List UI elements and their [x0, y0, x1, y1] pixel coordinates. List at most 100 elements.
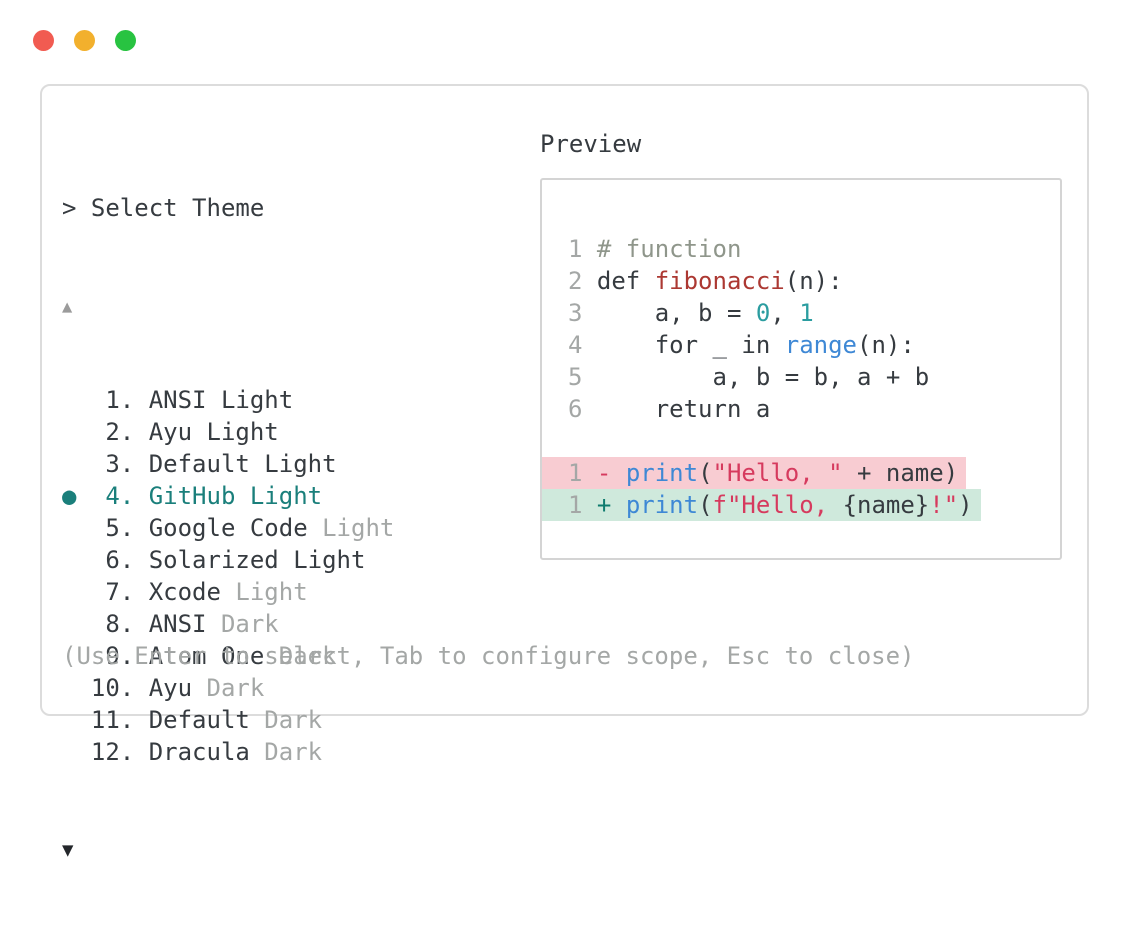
theme-item-variant: Light: [322, 514, 395, 542]
code-token: fibonacci: [654, 267, 785, 295]
theme-item-name: ANSI: [148, 610, 221, 638]
minimize-button[interactable]: [74, 30, 95, 51]
theme-item-name: Default: [148, 706, 265, 734]
theme-item-variant: Light: [235, 578, 308, 606]
line-number: 1: [568, 491, 597, 519]
code-token: for _ in: [596, 331, 785, 359]
diff-added-line: 1 + print(f"Hello, {name}!"): [542, 489, 981, 521]
theme-item-dracula-dark[interactable]: 12. Dracula Dark: [62, 736, 394, 768]
line-number: 3: [568, 299, 597, 327]
theme-item-number: 8.: [90, 610, 149, 638]
code-token: (n):: [857, 331, 915, 359]
theme-item-name: Atom One: [148, 642, 279, 670]
code-line: 4 for _ in range(n):: [542, 329, 1060, 361]
theme-item-name: Xcode: [148, 578, 236, 606]
theme-item-number: 11.: [90, 706, 149, 734]
theme-item-number: 1.: [90, 386, 149, 414]
theme-item-default-dark[interactable]: 11. Default Dark: [62, 704, 394, 736]
code-line: 1 # function: [542, 233, 1060, 265]
theme-item-variant: Dark: [206, 674, 265, 702]
theme-item-variant: Dark: [220, 610, 279, 638]
list-gutter: [62, 610, 91, 638]
code-token: "Hello, ": [712, 459, 843, 487]
theme-item-variant: Dark: [264, 706, 323, 734]
theme-item-name: Ayu: [148, 418, 207, 446]
theme-item-github-light[interactable]: ● 4. GitHub Light: [62, 480, 394, 512]
code-line: 3 a, b = 0, 1: [542, 297, 1060, 329]
code-token: # function: [596, 235, 742, 263]
line-number: 4: [568, 331, 597, 359]
code-token: a, b =: [596, 299, 756, 327]
line-number: 1: [568, 235, 597, 263]
list-gutter: [62, 738, 91, 766]
code-token: f"Hello,: [712, 491, 843, 519]
line-number: 6: [568, 395, 597, 423]
code-token: 1: [799, 299, 814, 327]
diff-removed-line: 1 - print("Hello, " + name): [542, 457, 967, 489]
scroll-up-icon: ▲: [62, 297, 73, 317]
theme-item-ansi-dark[interactable]: 8. ANSI Dark: [62, 608, 394, 640]
code-token: + name): [842, 459, 959, 487]
code-token: ,: [770, 299, 800, 327]
selected-bullet-icon: ●: [62, 482, 91, 510]
theme-item-number: 6.: [90, 546, 149, 574]
code-token: return a: [596, 395, 771, 423]
theme-item-variant: Light: [249, 482, 323, 510]
code-token: (: [698, 491, 713, 519]
code-token: -: [596, 459, 626, 487]
theme-item-variant: Light: [264, 450, 337, 478]
code-token: +: [596, 491, 626, 519]
theme-item-variant: Light: [206, 418, 279, 446]
theme-item-name: ANSI: [148, 386, 221, 414]
theme-picker-window: > Select Theme ▲ 1. ANSI Light 2. Ayu Li…: [40, 84, 1089, 861]
close-button[interactable]: [33, 30, 54, 51]
theme-item-ayu-dark[interactable]: 10. Ayu Dark: [62, 672, 394, 704]
code-token: (n):: [784, 267, 843, 295]
code-token: a, b = b, a + b: [596, 363, 930, 391]
theme-item-google-code-light[interactable]: 5. Google Code Light: [62, 512, 394, 544]
theme-item-name: Ayu: [148, 674, 207, 702]
theme-item-ayu-light[interactable]: 2. Ayu Light: [62, 416, 394, 448]
theme-item-ansi-light[interactable]: 1. ANSI Light: [62, 384, 394, 416]
line-number: 1: [568, 459, 597, 487]
code-token: print: [625, 459, 699, 487]
theme-item-solarized-light[interactable]: 6. Solarized Light: [62, 544, 394, 576]
theme-item-variant: Light: [220, 386, 294, 414]
list-gutter: [62, 386, 91, 414]
code-token: def: [596, 267, 655, 295]
theme-item-number: 7.: [90, 578, 149, 606]
help-text: (Use Enter to select, Tab to configure s…: [62, 642, 915, 670]
scroll-up-row: ▲: [62, 288, 394, 320]
theme-item-number: 2.: [90, 418, 149, 446]
list-gutter: [62, 450, 91, 478]
theme-item-atom-one-dark[interactable]: 9. Atom One Dark: [62, 640, 394, 672]
code-token: !": [929, 491, 959, 519]
theme-item-variant: Dark: [278, 642, 337, 670]
code-token: ): [958, 491, 973, 519]
theme-item-number: 12.: [90, 738, 149, 766]
line-number: 5: [568, 363, 597, 391]
blank-line: [542, 425, 1060, 457]
preview-label: Preview: [540, 130, 642, 158]
theme-item-name: GitHub: [148, 482, 250, 510]
theme-item-number: 4.: [90, 482, 149, 510]
scroll-down-icon: ▼: [62, 839, 74, 861]
theme-item-variant: Dark: [264, 738, 323, 766]
code-token: (: [698, 459, 713, 487]
theme-item-number: 9.: [90, 642, 149, 670]
list-gutter: [62, 514, 91, 542]
theme-item-name: Dracula: [148, 738, 265, 766]
theme-list: 1. ANSI Light 2. Ayu Light 3. Default Li…: [62, 384, 394, 768]
list-gutter: [62, 418, 91, 446]
code-line: 6 return a: [542, 393, 1060, 425]
list-gutter: [62, 706, 91, 734]
window-controls: [33, 30, 136, 51]
code-token: print: [625, 491, 699, 519]
code-token: 0: [755, 299, 771, 327]
theme-item-default-light[interactable]: 3. Default Light: [62, 448, 394, 480]
theme-item-variant: Light: [293, 546, 366, 574]
maximize-button[interactable]: [115, 30, 136, 51]
theme-item-xcode-light[interactable]: 7. Xcode Light: [62, 576, 394, 608]
